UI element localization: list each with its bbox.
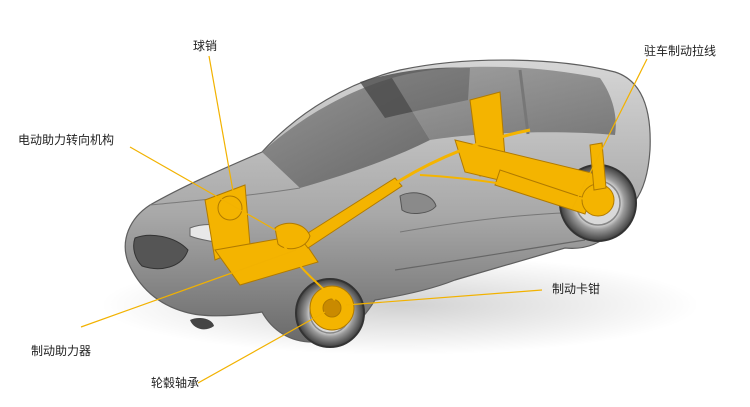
leader-wheel-bearing bbox=[197, 311, 326, 384]
b-pillar bbox=[518, 69, 530, 135]
front-grille bbox=[133, 234, 189, 270]
steering-column bbox=[299, 177, 403, 249]
brake-booster-body bbox=[274, 222, 311, 250]
side-windows bbox=[392, 66, 616, 140]
front-spring bbox=[217, 195, 243, 221]
leader-ball-joint bbox=[208, 55, 234, 192]
label-ball-joint: 球销 bbox=[193, 39, 218, 53]
parking-brake-cable-path bbox=[384, 128, 531, 192]
rear-shock bbox=[589, 142, 607, 191]
label-wheel-bearing: 轮毂轴承 bbox=[151, 376, 200, 390]
front-hub bbox=[322, 298, 342, 318]
fog-light bbox=[190, 318, 214, 330]
rear-line bbox=[419, 174, 591, 201]
label-parking-cable: 驻车制动拉线 bbox=[644, 44, 717, 58]
side-mirror bbox=[399, 192, 437, 214]
brake-line bbox=[279, 239, 336, 301]
label-brake-caliper: 制动卡钳 bbox=[552, 282, 601, 296]
label-brake-booster: 制动助力器 bbox=[31, 344, 92, 358]
leader-brake-caliper bbox=[345, 289, 543, 306]
leader-parking-cable bbox=[571, 58, 648, 210]
leader-eps bbox=[129, 146, 280, 233]
rear-axle bbox=[494, 169, 591, 215]
leader-brake-booster bbox=[80, 249, 297, 328]
label-eps: 电动助力转向机构 bbox=[18, 133, 115, 147]
sill-line bbox=[394, 239, 586, 271]
